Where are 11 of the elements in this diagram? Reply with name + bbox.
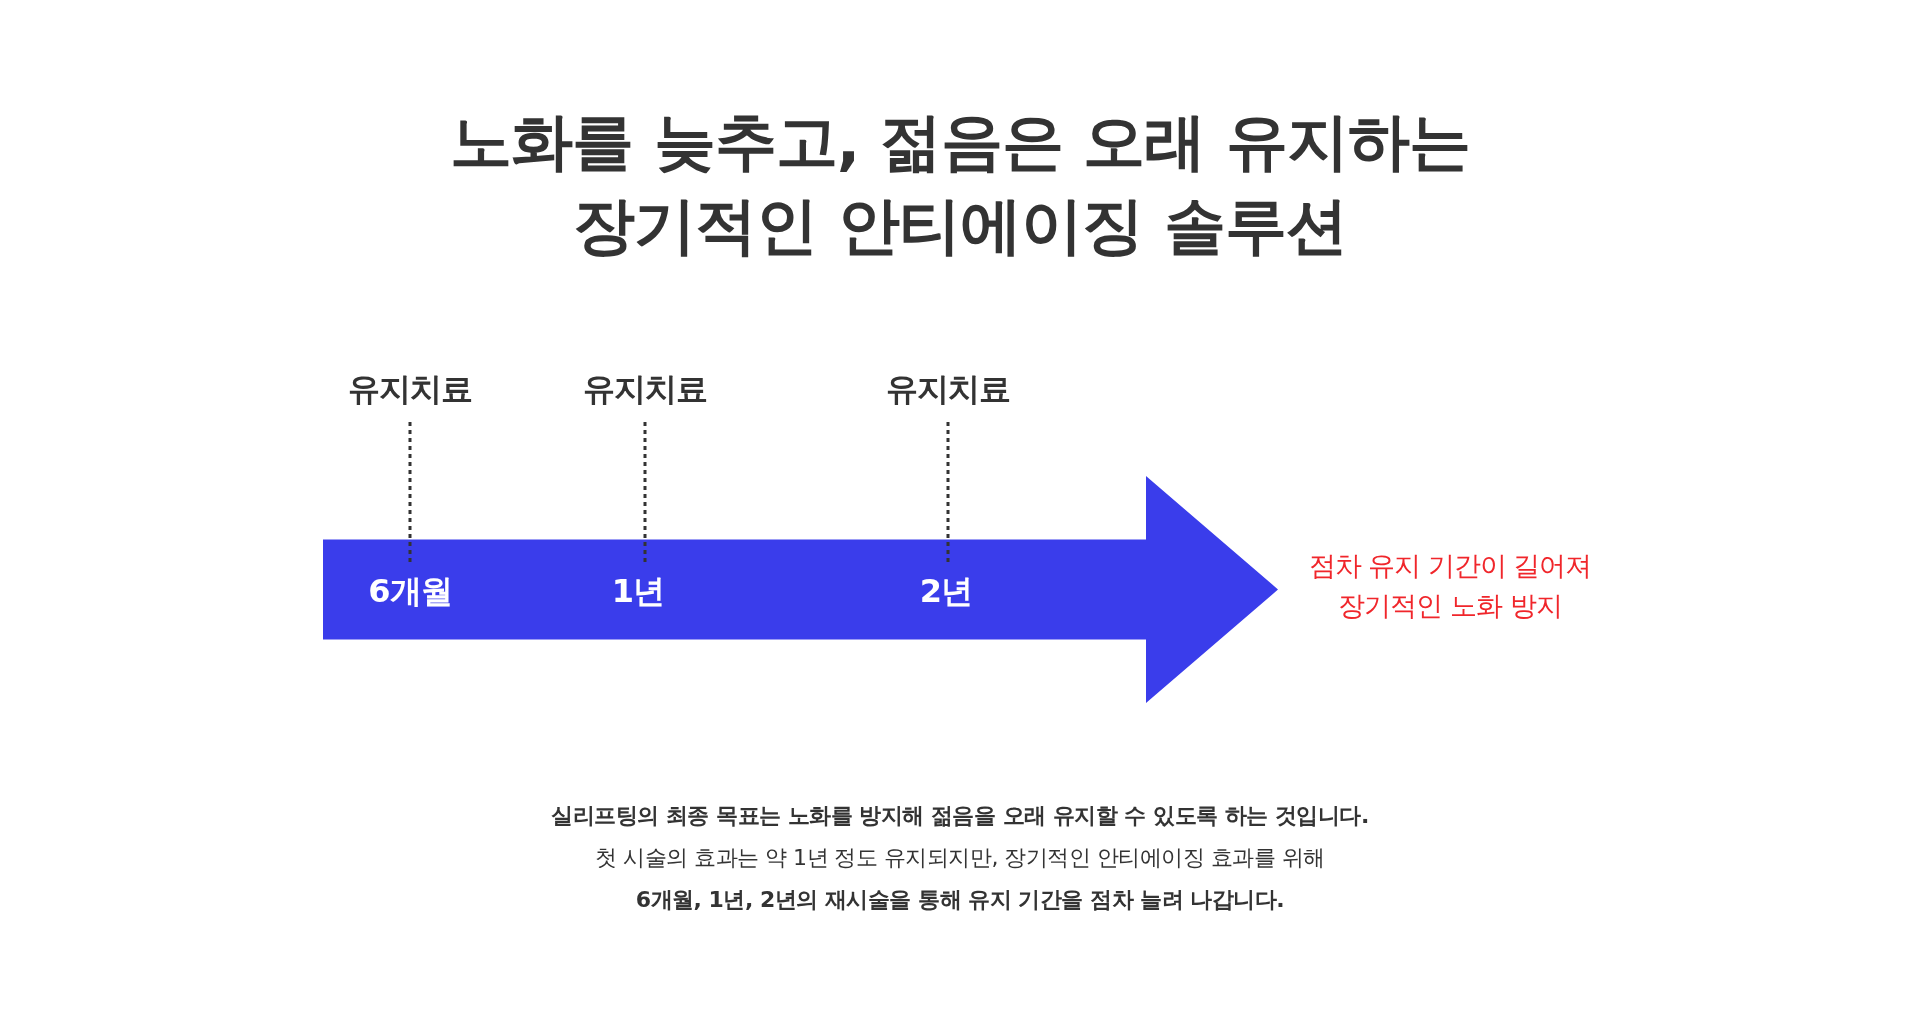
- treatment-label: 유지치료: [886, 369, 1010, 410]
- description-text: 실리프팅의 최종 목표는 노화를 방지해 젊음을 오래 유지할 수 있도록 하는 것입니다.: [551, 802, 1369, 830]
- result-note: 점차 유지 기간이 길어져 장기적인 노화 방지: [1307, 549, 1593, 623]
- description-text: 6개월, 1년, 2년의 재시술을 통해 유지 기간을 점차 늘려 나갑니다.: [635, 886, 1285, 914]
- treatment-label: 유지치료: [348, 369, 472, 410]
- timeline-mark: 6개월: [368, 571, 452, 612]
- title: 노화를 늦추고, 젊음은 오래 유지하는 장기적인 안티에이징 솔루션: [449, 104, 1471, 264]
- treatment-label: 유지치료: [583, 369, 707, 410]
- description-text: 첫 시술의 효과는 약 1년 정도 유지되지만, 장기적인 안티에이징 효과를 위해: [595, 844, 1325, 872]
- timeline-mark: 1년: [611, 571, 665, 612]
- timeline-mark: 2년: [919, 571, 973, 612]
